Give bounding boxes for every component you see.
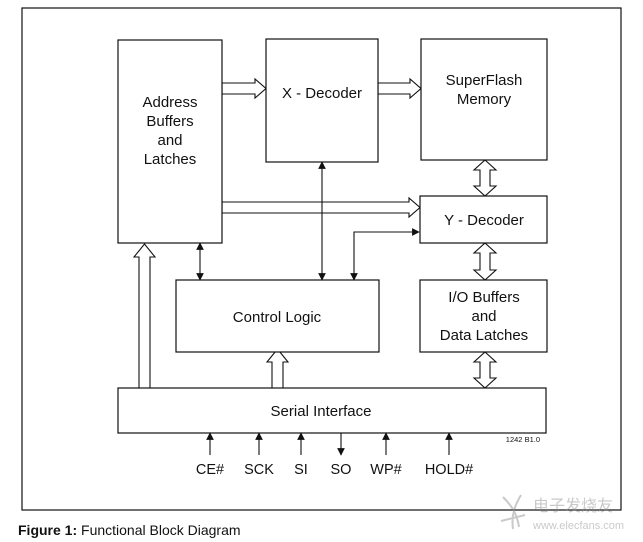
figure-number: Figure 1:: [18, 522, 78, 538]
pin-si-label: SI: [294, 462, 308, 478]
figure-caption: Figure 1: Functional Block Diagram: [18, 522, 241, 538]
io-label-1: I/O Buffers: [448, 289, 519, 306]
pin-so-label: SO: [331, 462, 352, 478]
drawing-code: 1242 B1.0: [506, 435, 540, 444]
x-decoder-block: [265, 38, 379, 163]
ydecoder-io-arrow: [472, 242, 498, 281]
memory-label-2: Memory: [457, 91, 512, 108]
address-buffers-block: [117, 39, 223, 244]
control-ydecoder-link: [350, 228, 420, 281]
address-to-ydecoder-arrow: [221, 196, 421, 219]
superflash-memory-block: [420, 38, 548, 161]
watermark-text: 电子发烧友: [533, 496, 613, 515]
pin-sck-label: SCK: [244, 462, 274, 478]
io-label-2: and: [471, 308, 496, 325]
address-to-xdecoder-arrow: [221, 77, 267, 100]
pin-hold-label: HOLD#: [425, 462, 473, 478]
memory-ydecoder-arrow: [472, 159, 498, 197]
serial-interface-label: Serial Interface: [271, 403, 372, 420]
watermark-logo-icon: [500, 494, 526, 530]
diagram-frame: [21, 7, 622, 511]
io-buffers-block: [419, 279, 548, 353]
io-label-3: Data Latches: [440, 327, 528, 344]
control-logic-label: Control Logic: [233, 309, 322, 326]
serial-interface-block: [117, 387, 547, 434]
y-decoder-label: Y - Decoder: [444, 212, 524, 229]
serial-to-address-arrow: [132, 243, 157, 389]
pin-ce-label: CE#: [196, 462, 224, 478]
watermark-url: www.elecfans.com: [532, 520, 624, 532]
y-decoder-block: [419, 195, 548, 244]
address-label-3: and: [157, 132, 182, 149]
x-decoder-label: X - Decoder: [282, 85, 362, 102]
control-logic-block: [175, 279, 380, 353]
address-label-2: Buffers: [146, 113, 193, 130]
pin-wp-label: WP#: [370, 462, 401, 478]
figure-title: Functional Block Diagram: [81, 522, 241, 538]
address-label-4: Latches: [144, 151, 197, 168]
address-label-1: Address: [142, 94, 197, 111]
elecfans-watermark: 电子发烧友 www.elecfans.com: [500, 494, 624, 532]
memory-label-1: SuperFlash: [446, 72, 523, 89]
io-serial-arrow: [472, 351, 498, 389]
xdecoder-to-memory-arrow: [377, 77, 422, 100]
serial-to-control-arrow: [265, 348, 290, 389]
